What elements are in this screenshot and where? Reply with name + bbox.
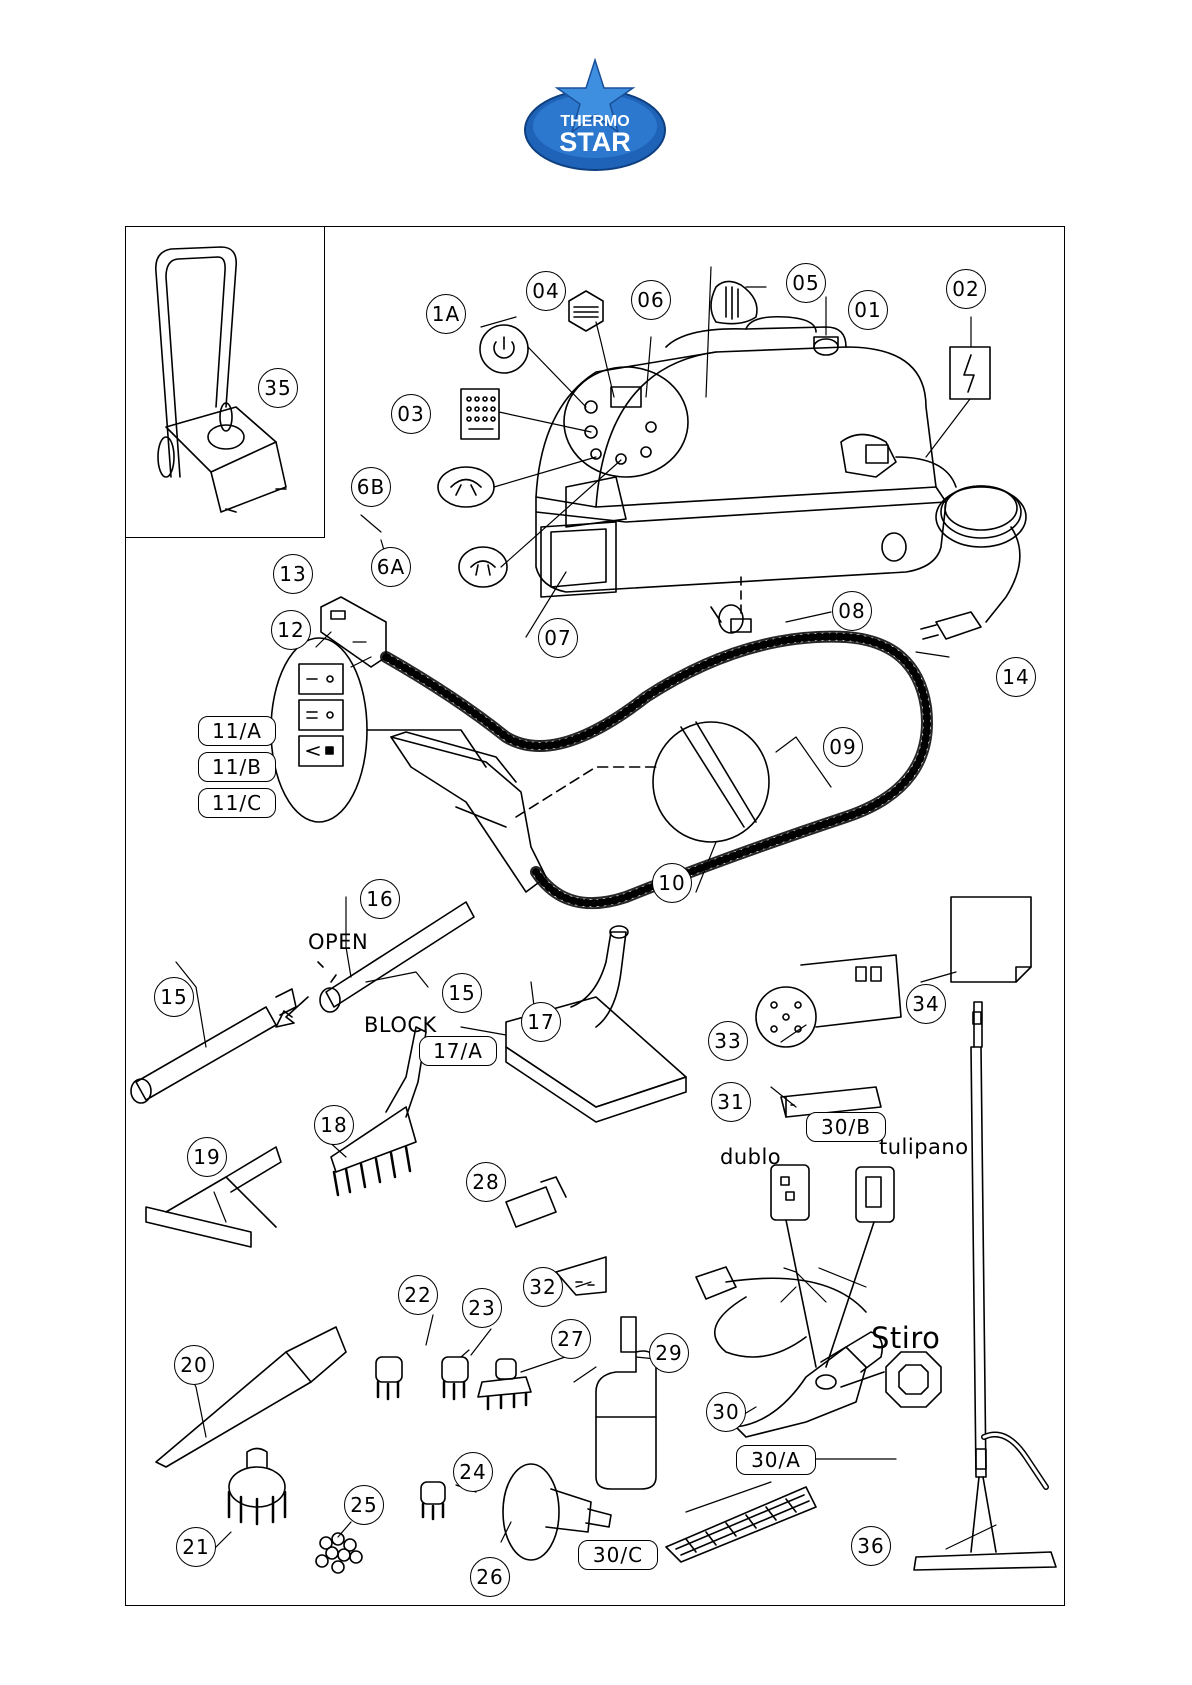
- callout-21: 21: [176, 1527, 216, 1567]
- callout-19: 19: [187, 1137, 227, 1177]
- callout-33: 33: [708, 1021, 748, 1061]
- callout-31: 31: [711, 1082, 751, 1122]
- callout-30c: 30/C: [578, 1540, 658, 1570]
- callout-15-left: 15: [154, 977, 194, 1017]
- callout-10: 10: [652, 863, 692, 903]
- callout-02: 02: [946, 269, 986, 309]
- sponge: [556, 1257, 606, 1295]
- callout-11b: 11/B: [198, 752, 276, 782]
- gasket-ring: [841, 1352, 941, 1407]
- exploded-parts-diagram: OPEN BLOCK dublo tulipano Stiro 35 01 02…: [125, 226, 1065, 1606]
- callout-11c: 11/C: [198, 788, 276, 818]
- liquid-bottle: [596, 1317, 656, 1489]
- springs: [316, 1533, 362, 1573]
- callout-15-right: 15: [442, 973, 482, 1013]
- label-stiro: Stiro: [871, 1324, 940, 1353]
- callout-32: 32: [523, 1267, 563, 1307]
- mop: [914, 1002, 1056, 1570]
- power-cable: [896, 457, 1026, 639]
- callout-18: 18: [314, 1105, 354, 1145]
- callout-17: 17: [521, 1002, 561, 1042]
- callout-25: 25: [344, 1485, 384, 1525]
- label-tulipano: tulipano: [879, 1137, 969, 1158]
- callout-30a: 30/A: [736, 1445, 816, 1475]
- callout-35: 35: [258, 368, 298, 408]
- callout-13: 13: [273, 554, 313, 594]
- callout-16: 16: [360, 879, 400, 919]
- callout-22: 22: [398, 1275, 438, 1315]
- control-icons: [438, 281, 990, 587]
- callout-07: 07: [538, 618, 578, 658]
- callout-27: 27: [551, 1319, 591, 1359]
- callout-23: 23: [462, 1288, 502, 1328]
- leader-lines: [176, 267, 996, 1552]
- callout-14: 14: [996, 657, 1036, 697]
- iron-soleplate-grid: [666, 1487, 816, 1562]
- label-block: BLOCK: [364, 1015, 437, 1036]
- callout-06: 06: [631, 280, 671, 320]
- callout-01: 01: [848, 290, 888, 330]
- callout-11a: 11/A: [198, 716, 276, 746]
- callout-6b: 6B: [351, 467, 391, 507]
- instruction-card: [951, 897, 1031, 982]
- callout-20: 20: [174, 1345, 214, 1385]
- callout-17a: 17/A: [419, 1036, 497, 1066]
- descaler-filter: [756, 955, 901, 1047]
- callout-36: 36: [851, 1526, 891, 1566]
- callout-1a: 1A: [426, 294, 466, 334]
- callout-03: 03: [391, 394, 431, 434]
- steam-generator-body: [536, 317, 946, 633]
- callout-34: 34: [906, 984, 946, 1024]
- label-dublo: dublo: [720, 1147, 781, 1168]
- callout-12: 12: [271, 610, 311, 650]
- callout-30: 30: [706, 1392, 746, 1432]
- callout-04: 04: [526, 271, 566, 311]
- callout-08: 08: [832, 591, 872, 631]
- thermostar-logo: THERMO STAR: [520, 58, 670, 173]
- callout-6a: 6A: [371, 547, 411, 587]
- callout-09: 09: [823, 727, 863, 767]
- logo-text-star: STAR: [559, 127, 631, 157]
- callout-29: 29: [649, 1333, 689, 1373]
- callout-26: 26: [470, 1557, 510, 1597]
- small-nozzle: [506, 1177, 566, 1227]
- callout-28: 28: [466, 1162, 506, 1202]
- callout-30b: 30/B: [806, 1112, 886, 1142]
- callout-24: 24: [453, 1452, 493, 1492]
- callout-05: 05: [786, 263, 826, 303]
- label-open: OPEN: [308, 932, 368, 953]
